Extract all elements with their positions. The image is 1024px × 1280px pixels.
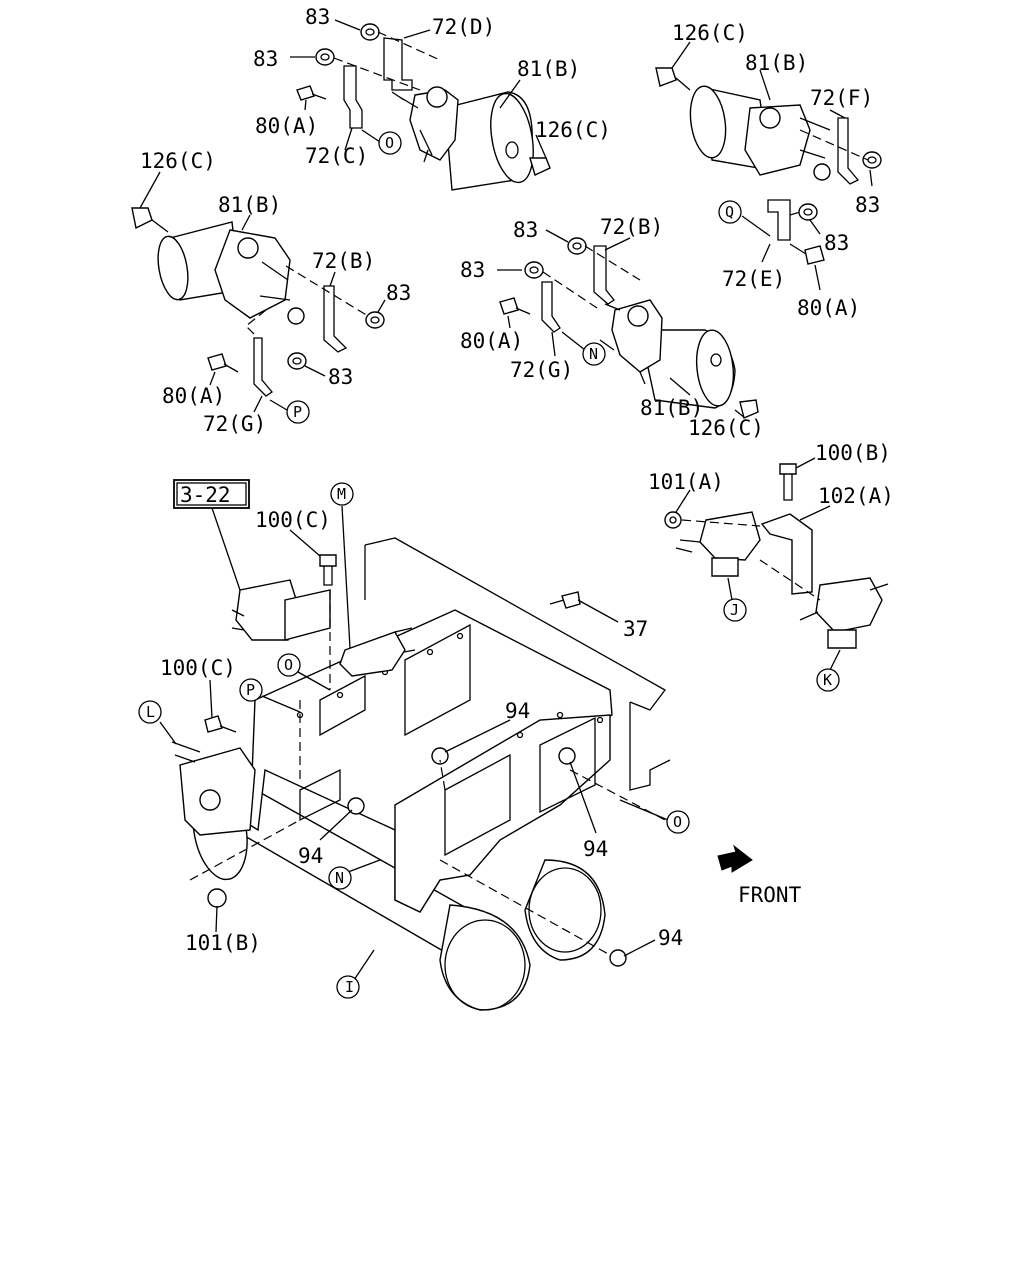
label-80a: 80(A) [460, 329, 523, 353]
callout-circle [723, 598, 747, 622]
label-80a: 80(A) [255, 114, 318, 138]
label-81b: 81(B) [745, 51, 808, 75]
callout-circle [330, 482, 354, 506]
callout-circle [718, 200, 742, 224]
callout-letter: O [385, 134, 394, 152]
label-126c: 126(C) [140, 149, 216, 173]
label-72b: 72(B) [600, 215, 663, 239]
label-102a: 102(A) [818, 484, 894, 508]
callout-letter: Q [725, 203, 734, 221]
label-126c: 126(C) [688, 416, 764, 440]
label-94: 94 [505, 699, 530, 723]
label-100c: 100(C) [255, 508, 331, 532]
label-72g: 72(G) [510, 358, 573, 382]
label-83: 83 [253, 47, 278, 71]
label-81b: 81(B) [218, 193, 281, 217]
label-81b: 81(B) [517, 57, 580, 81]
label-83: 83 [460, 258, 485, 282]
label-101a: 101(A) [648, 470, 724, 494]
label-72e: 72(E) [722, 267, 785, 291]
label-83: 83 [855, 193, 880, 217]
callout-letter: J [730, 601, 739, 619]
label-94: 94 [658, 926, 683, 950]
callout-letter: N [589, 345, 598, 363]
label-94: 94 [298, 844, 323, 868]
callout-letter: L [146, 703, 155, 721]
label-126c: 126(C) [672, 21, 748, 45]
label-83: 83 [824, 231, 849, 255]
callout-letter: K [823, 671, 832, 689]
label-80a: 80(A) [162, 384, 225, 408]
callout-letter: P [293, 403, 302, 421]
callout-circle [336, 975, 360, 999]
assembly-top-right [655, 41, 882, 291]
callout-circle [666, 810, 690, 834]
assembly-middle-center [497, 229, 759, 419]
label-100c: 100(C) [160, 656, 236, 680]
label-72g: 72(G) [203, 412, 266, 436]
label-72f: 72(F) [810, 86, 873, 110]
label-101b: 101(B) [185, 931, 261, 955]
label-83: 83 [513, 218, 538, 242]
label-83: 83 [386, 281, 411, 305]
assembly-middle-left [131, 171, 386, 413]
main-frame-assembly [159, 505, 671, 1011]
callout-letter: I [345, 978, 354, 996]
callout-letter: O [673, 813, 682, 831]
label-83: 83 [328, 365, 353, 389]
ref-box-inner [176, 482, 247, 506]
callout-letter: O [284, 656, 293, 674]
label-72b: 72(B) [312, 249, 375, 273]
front-arrow-icon [717, 844, 753, 873]
callout-letter: M [337, 485, 346, 503]
callout-letter: P [246, 681, 255, 699]
ref-box-label: 3-22 [180, 483, 231, 507]
callout-circle [239, 678, 263, 702]
callout-circle [582, 342, 606, 366]
callout-circle [286, 400, 310, 424]
callout-circle [378, 131, 402, 155]
label-94: 94 [583, 837, 608, 861]
assembly-right-valves [664, 457, 889, 671]
callout-letter: N [335, 869, 344, 887]
callout-circle [277, 653, 301, 677]
callout-circle [138, 700, 162, 724]
front-label: FRONT [738, 883, 802, 907]
assembly-top-left [290, 19, 551, 191]
callout-circle [816, 668, 840, 692]
label-126c: 126(C) [535, 118, 611, 142]
label-80a: 80(A) [797, 296, 860, 320]
label-72c: 72(C) [305, 144, 368, 168]
label-83: 83 [305, 5, 330, 29]
label-81b: 81(B) [640, 396, 703, 420]
label-100b: 100(B) [815, 441, 891, 465]
ref-box [173, 479, 250, 509]
label-72d: 72(D) [432, 15, 495, 39]
label-37: 37 [623, 617, 648, 641]
callout-circle [328, 866, 352, 890]
